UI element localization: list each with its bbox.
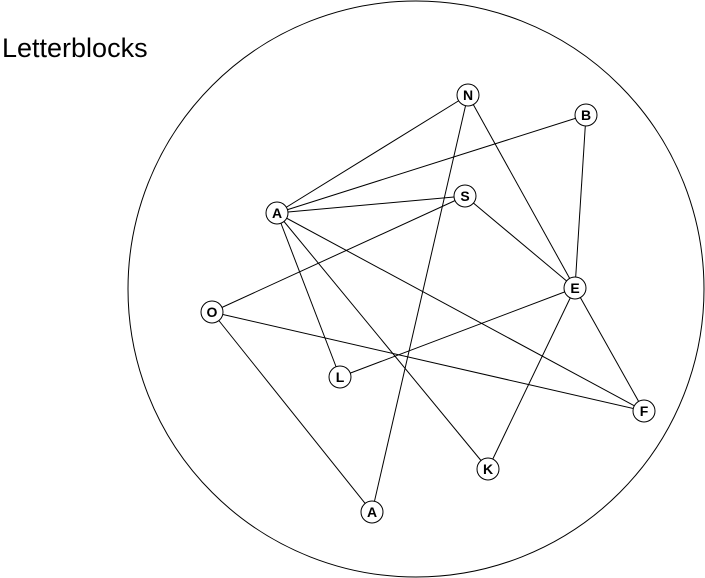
letter-node-label: F xyxy=(640,403,649,419)
edge-A1-K xyxy=(276,212,489,470)
board-boundary-circle xyxy=(127,0,705,578)
letter-node-circle[interactable] xyxy=(328,365,352,389)
letter-node-circle[interactable] xyxy=(476,457,500,481)
letter-node-label: A xyxy=(367,504,377,520)
edge-O-A2 xyxy=(211,311,373,513)
edge-O-F xyxy=(211,311,645,412)
edge-layer xyxy=(211,94,645,513)
edge-A1-S xyxy=(276,195,466,214)
edge-S-E xyxy=(464,195,576,289)
letter-node-label: S xyxy=(460,188,469,204)
edge-N-A2 xyxy=(371,94,469,513)
letter-node-circle[interactable] xyxy=(360,500,384,524)
letter-node-label: K xyxy=(483,461,493,477)
letter-node-a1[interactable]: A xyxy=(265,201,289,225)
letter-node-label: N xyxy=(463,87,473,103)
letter-node-label: B xyxy=(581,107,591,123)
edge-A1-L xyxy=(276,212,341,378)
letter-node-f[interactable]: F xyxy=(632,399,656,423)
letter-node-label: E xyxy=(570,280,579,296)
edge-N-E xyxy=(467,94,576,289)
letter-node-circle[interactable] xyxy=(632,399,656,423)
letter-node-label: A xyxy=(272,205,282,221)
letter-node-l[interactable]: L xyxy=(328,365,352,389)
letter-node-n[interactable]: N xyxy=(456,83,480,107)
letter-node-circle[interactable] xyxy=(265,201,289,225)
letter-node-circle[interactable] xyxy=(456,83,480,107)
edge-A1-B xyxy=(276,114,587,214)
edge-S-O xyxy=(211,195,466,313)
letter-node-s[interactable]: S xyxy=(453,184,477,208)
letter-node-circle[interactable] xyxy=(200,300,224,324)
letter-node-circle[interactable] xyxy=(453,184,477,208)
letter-node-a2[interactable]: A xyxy=(360,500,384,524)
letter-node-k[interactable]: K xyxy=(476,457,500,481)
edge-E-L xyxy=(339,287,576,378)
edge-A1-F xyxy=(276,212,645,412)
letter-node-e[interactable]: E xyxy=(563,276,587,300)
letter-node-label: O xyxy=(207,304,218,320)
edge-E-F xyxy=(574,287,645,412)
letter-node-circle[interactable] xyxy=(574,103,598,127)
node-layer: N B A S E O L F K A xyxy=(200,83,656,524)
letter-node-o[interactable]: O xyxy=(200,300,224,324)
game-title: Letterblocks xyxy=(2,33,148,63)
letter-node-b[interactable]: B xyxy=(574,103,598,127)
edge-A1-N xyxy=(276,94,469,214)
letter-node-label: L xyxy=(336,369,345,385)
letter-node-circle[interactable] xyxy=(563,276,587,300)
edge-B-E xyxy=(574,114,587,289)
edge-E-K xyxy=(487,287,576,470)
